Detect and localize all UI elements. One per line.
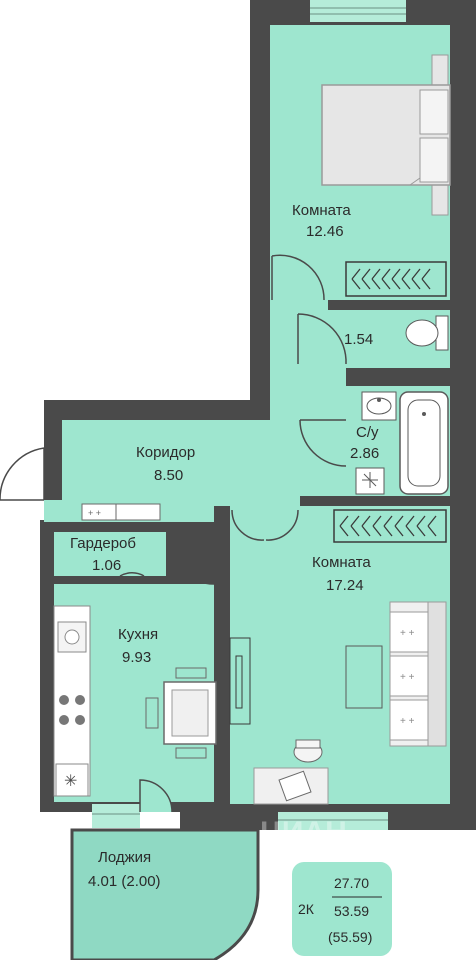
- window-kitchen: [92, 804, 140, 828]
- window-top: [310, 0, 406, 22]
- svg-text:+ +: + +: [88, 508, 101, 518]
- window-living: [278, 812, 388, 830]
- total-area: 53.59: [334, 903, 369, 919]
- summary-badge: [292, 862, 392, 956]
- entrance-door-icon[interactable]: [0, 447, 45, 501]
- svg-text:+ +: + +: [400, 628, 415, 639]
- corridor-area: 8.50: [154, 467, 183, 484]
- corridor-name: Коридор: [136, 444, 195, 461]
- wall-wardrobe-top: [54, 522, 166, 532]
- bedroom-wardrobe-icon: [345, 261, 447, 297]
- bedroom-area: 12.46: [306, 223, 344, 240]
- corridor-floor: [62, 300, 450, 506]
- wall-bed-toilet: [328, 300, 450, 310]
- bathtub-icon: [399, 391, 449, 495]
- svg-text:+ +: + +: [400, 672, 415, 683]
- coffee-table-icon: [345, 645, 383, 709]
- living-name: Комната: [312, 554, 371, 571]
- wardrobe-area: 1.06: [92, 557, 121, 574]
- loggia-name: Лоджия: [98, 849, 151, 866]
- kitchen-door-icon[interactable]: [169, 539, 215, 585]
- bathroom-door-icon[interactable]: [299, 419, 347, 467]
- loggia-area: 4.01 (2.00): [88, 873, 161, 890]
- wardrobe-floor: [54, 532, 166, 576]
- wall-kitchen-living: [214, 506, 230, 806]
- watermark: ЦИАН: [260, 816, 347, 849]
- wall-bath-living: [300, 496, 450, 506]
- toilet-door-icon[interactable]: [297, 313, 347, 365]
- sink-icon: [361, 391, 397, 421]
- bedroom-door-icon[interactable]: [271, 254, 325, 301]
- bed-icon: [321, 54, 451, 216]
- wall-wardrobe-left: [44, 522, 54, 812]
- washing-machine-icon: [355, 467, 385, 495]
- toilet-area: 1.54: [344, 331, 373, 348]
- sofa-icon: + + + + + +: [389, 601, 447, 747]
- bathroom-area: 2.86: [350, 445, 379, 462]
- kitchen-counter-icon: ✳: [53, 605, 91, 797]
- wall-toilet-left: [328, 310, 346, 372]
- svg-text:✳: ✳: [64, 773, 77, 790]
- dining-table-icon: [145, 667, 217, 759]
- shoe-rack-icon: + +: [81, 503, 161, 521]
- apartment-type: 2К: [298, 901, 315, 917]
- total-area-with-loggia: (55.59): [328, 929, 372, 945]
- bedroom-name: Комната: [292, 202, 351, 219]
- wardrobe-door-icon[interactable]: [119, 572, 145, 577]
- wall-toilet-bath: [346, 368, 450, 386]
- living-wardrobe-icon: [333, 509, 447, 543]
- loggia-door-icon[interactable]: [139, 779, 173, 813]
- toilet-icon: [405, 315, 449, 351]
- kitchen-name: Кухня: [118, 626, 158, 643]
- living-area-total: 27.70: [334, 875, 369, 891]
- svg-text:+ +: + +: [400, 716, 415, 727]
- wardrobe-name: Гардероб: [70, 535, 136, 552]
- bathroom-name: С/у: [356, 424, 379, 441]
- kitchen-area: 9.93: [122, 649, 151, 666]
- living-area: 17.24: [326, 577, 364, 594]
- desk-icon: [253, 739, 329, 805]
- wall-wardrobe-bottom: [54, 576, 144, 584]
- tv-stand-icon: [229, 637, 251, 725]
- living-door-icon[interactable]: [231, 509, 299, 541]
